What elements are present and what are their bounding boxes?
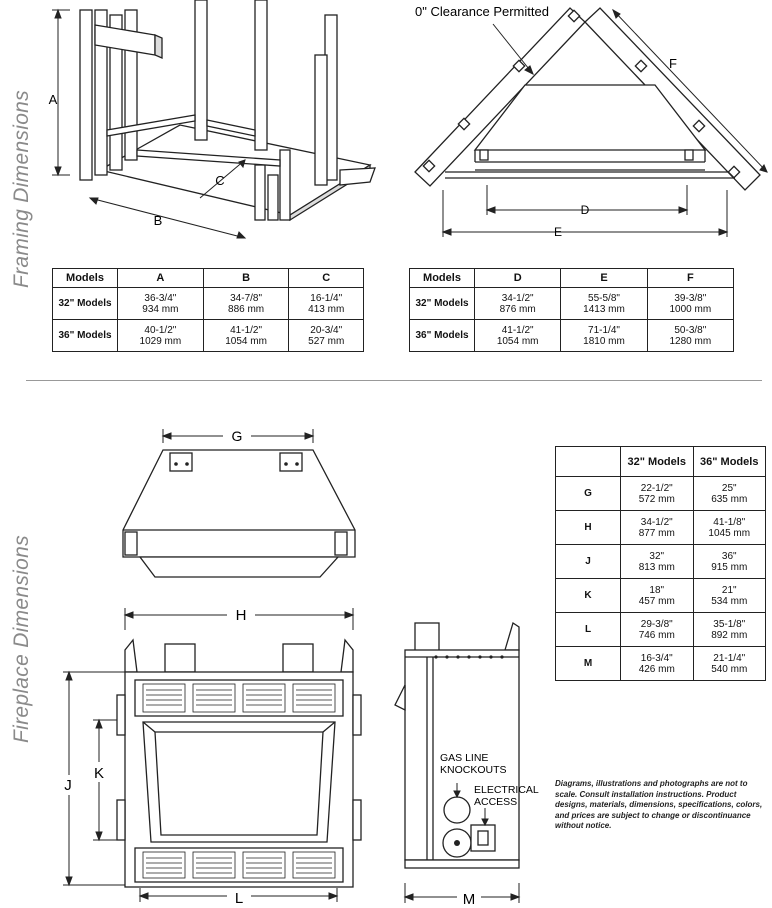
value-cell: 41-1/2"1054 mm — [473, 319, 562, 352]
table-row: 36" Models 40-1/2"1029 mm 41-1/2"1054 mm… — [52, 319, 364, 352]
value-cell: 34-7/8"886 mm — [202, 287, 290, 320]
dim-label-cell: K — [555, 578, 621, 613]
label-h: H — [236, 607, 247, 624]
model-cell: 36" Models — [52, 319, 118, 352]
table-row: M 16-3/4"426 mm 21-1/4"540 mm — [555, 646, 766, 681]
dim-label-cell: J — [555, 544, 621, 579]
section-divider — [26, 380, 762, 381]
framing-dimensions-label: Framing Dimensions — [10, 90, 33, 288]
header-models: Models — [52, 268, 118, 288]
value-cell: 50-3/8"1280 mm — [646, 319, 735, 352]
label-b: B — [154, 213, 163, 228]
side-view-diagram: M GAS LINE KNOCKOUTS ELECTRICAL ACCESS — [394, 621, 539, 908]
value-cell: 40-1/2"1029 mm — [117, 319, 204, 352]
top-view-diagram: G — [122, 427, 356, 578]
dim-label-cell: M — [555, 646, 621, 681]
header-c: C — [288, 268, 364, 288]
value-cell: 18"457 mm — [620, 578, 694, 613]
header-f: F — [646, 268, 735, 288]
header-models: Models — [409, 268, 475, 288]
fireplace-dimensions-table: 32" Models 36" Models G 22-1/2"572 mm 25… — [555, 446, 766, 681]
value-cell: 39-3/8"1000 mm — [646, 287, 735, 320]
header-36-models: 36" Models — [692, 446, 766, 477]
table-row: 32" Models 36-3/4"934 mm 34-7/8"886 mm 1… — [52, 287, 364, 320]
value-cell: 32"813 mm — [620, 544, 694, 579]
value-cell: 21-1/4"540 mm — [692, 646, 766, 681]
table-row: J 32"813 mm 36"915 mm — [555, 544, 766, 579]
dim-label-cell: L — [555, 612, 621, 647]
header-blank — [555, 446, 621, 477]
value-cell: 34-1/2"876 mm — [473, 287, 562, 320]
label-e: E — [554, 225, 562, 239]
value-cell: 22-1/2"572 mm — [620, 476, 694, 511]
label-k: K — [94, 765, 104, 782]
framing-diagram: A B C — [49, 0, 376, 239]
value-cell: 16-1/4"413 mm — [288, 287, 364, 320]
value-cell: 36"915 mm — [692, 544, 766, 579]
model-cell: 36" Models — [409, 319, 475, 352]
value-cell: 36-3/4"934 mm — [117, 287, 204, 320]
label-l: L — [235, 890, 243, 907]
value-cell: 20-3/4"527 mm — [288, 319, 364, 352]
value-cell: 41-1/8"1045 mm — [692, 510, 766, 545]
dim-label-cell: G — [555, 476, 621, 511]
model-cell: 32" Models — [409, 287, 475, 320]
value-cell: 35-1/8"892 mm — [692, 612, 766, 647]
framing-table-abc: Models A B C 32" Models 36-3/4"934 mm 34… — [52, 268, 364, 352]
header-a: A — [117, 268, 204, 288]
framing-table-def: Models D E F 32" Models 34-1/2"876 mm 55… — [409, 268, 735, 352]
table-row: H 34-1/2"877 mm 41-1/8"1045 mm — [555, 510, 766, 545]
table-row: K 18"457 mm 21"534 mm — [555, 578, 766, 613]
disclaimer-text: Diagrams, illustrations and photographs … — [555, 779, 763, 830]
gas-line-label-2: KNOCKOUTS — [440, 764, 507, 776]
value-cell: 41-1/2"1054 mm — [202, 319, 290, 352]
value-cell: 34-1/2"877 mm — [620, 510, 694, 545]
header-d: D — [473, 268, 562, 288]
header-b: B — [202, 268, 290, 288]
label-m: M — [463, 891, 476, 908]
header-32-models: 32" Models — [620, 446, 694, 477]
clearance-note: 0" Clearance Permitted — [415, 4, 549, 19]
dim-label-cell: H — [555, 510, 621, 545]
value-cell: 55-5/8"1413 mm — [560, 287, 648, 320]
electrical-label-1: ELECTRICAL — [474, 784, 539, 796]
label-f: F — [669, 56, 677, 71]
value-cell: 21"534 mm — [692, 578, 766, 613]
table-row: G 22-1/2"572 mm 25"635 mm — [555, 476, 766, 511]
fireplace-dimensions-label: Fireplace Dimensions — [10, 535, 33, 743]
label-d: D — [581, 203, 590, 217]
model-cell: 32" Models — [52, 287, 118, 320]
table-row: L 29-3/8"746 mm 35-1/8"892 mm — [555, 612, 766, 647]
table-row: 32" Models 34-1/2"876 mm 55-5/8"1413 mm … — [409, 287, 735, 320]
corner-diagram: 0" Clearance Permitted D E F — [414, 4, 768, 239]
gas-line-label-1: GAS LINE — [440, 752, 488, 764]
label-j: J — [64, 777, 72, 794]
electrical-label-2: ACCESS — [474, 796, 517, 808]
front-view-diagram: H J K L — [59, 605, 362, 907]
value-cell: 29-3/8"746 mm — [620, 612, 694, 647]
value-cell: 25"635 mm — [692, 476, 766, 511]
label-g: G — [232, 428, 243, 444]
table-row: 36" Models 41-1/2"1054 mm 71-1/4"1810 mm… — [409, 319, 735, 352]
value-cell: 71-1/4"1810 mm — [560, 319, 648, 352]
value-cell: 16-3/4"426 mm — [620, 646, 694, 681]
label-c: C — [215, 173, 224, 188]
header-e: E — [560, 268, 648, 288]
label-a: A — [49, 92, 58, 107]
